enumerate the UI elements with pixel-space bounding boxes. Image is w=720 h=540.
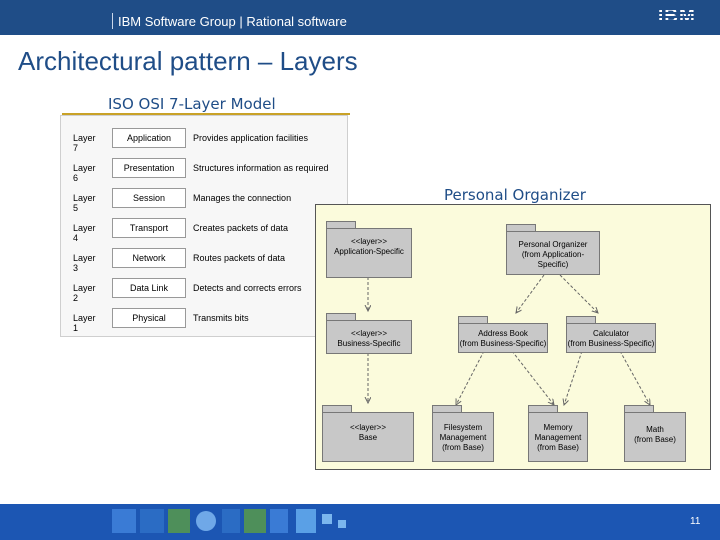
package-tab bbox=[432, 405, 462, 413]
osi-layer-number: Layer 5 bbox=[73, 193, 96, 213]
package-label: <<layer>> Base bbox=[349, 423, 387, 442]
header-text: IBM Software Group | Rational software bbox=[118, 14, 347, 29]
osi-layer-description: Routes packets of data bbox=[193, 253, 286, 263]
package-tab bbox=[458, 316, 488, 324]
package-label: Filesystem Management (from Base) bbox=[439, 423, 487, 452]
ibm-logo: IBM bbox=[658, 6, 696, 27]
package-tab bbox=[326, 221, 356, 229]
slide-title: Architectural pattern – Layers bbox=[18, 46, 358, 76]
package-tab bbox=[322, 405, 352, 413]
organizer-title: Personal Organizer bbox=[444, 186, 586, 204]
osi-layer-number: Layer 4 bbox=[73, 223, 96, 243]
osi-layer-name: Transport bbox=[112, 218, 186, 238]
osi-layer-name: Presentation bbox=[112, 158, 186, 178]
osi-layer-number: Layer 3 bbox=[73, 253, 96, 273]
package-filesystem-management: Filesystem Management (from Base) bbox=[432, 412, 494, 462]
layer-business-specific: <<layer>> Business-Specific bbox=[326, 320, 412, 354]
header-separator bbox=[112, 13, 113, 29]
package-label: <<layer>> Business-Specific bbox=[337, 329, 401, 348]
package-tab bbox=[506, 224, 536, 232]
osi-layer-name: Data Link bbox=[112, 278, 186, 298]
osi-layer-description: Detects and corrects errors bbox=[193, 283, 302, 293]
package-label: Math (from Base) bbox=[634, 425, 676, 444]
layer-base: <<layer>> Base bbox=[322, 412, 414, 462]
package-label: Personal Organizer (from Application-Spe… bbox=[518, 240, 588, 269]
osi-panel: Layer 7 Application Provides application… bbox=[60, 115, 348, 337]
package-memory-management: Memory Management (from Base) bbox=[528, 412, 588, 462]
package-tab bbox=[528, 405, 558, 413]
package-address-book: Address Book (from Business-Specific) bbox=[458, 323, 548, 353]
package-label: Calculator (from Business-Specific) bbox=[567, 329, 655, 348]
osi-title: ISO OSI 7-Layer Model bbox=[108, 95, 276, 113]
footer-decorative-art-icon bbox=[112, 509, 346, 533]
osi-layer-description: Transmits bits bbox=[193, 313, 249, 323]
osi-layer-name: Physical bbox=[112, 308, 186, 328]
osi-layer-description: Structures information as required bbox=[193, 163, 329, 173]
page-number: 11 bbox=[690, 516, 701, 527]
osi-layer-name: Application bbox=[112, 128, 186, 148]
organizer-diagram: <<layer>> Application-Specific <<layer>>… bbox=[315, 204, 711, 470]
osi-layer-number: Layer 2 bbox=[73, 283, 96, 303]
package-tab bbox=[566, 316, 596, 324]
header-bar: IBM Software Group | Rational software I… bbox=[0, 0, 720, 35]
osi-layer-name: Network bbox=[112, 248, 186, 268]
package-personal-organizer: Personal Organizer (from Application-Spe… bbox=[506, 231, 600, 275]
package-label: Address Book (from Business-Specific) bbox=[459, 329, 547, 348]
osi-layer-number: Layer 7 bbox=[73, 133, 96, 153]
dependency-arrows bbox=[316, 274, 712, 471]
osi-layer-description: Manages the connection bbox=[193, 193, 292, 203]
package-calculator: Calculator (from Business-Specific) bbox=[566, 323, 656, 353]
osi-layer-number: Layer 6 bbox=[73, 163, 96, 183]
package-label: <<layer>> Application-Specific bbox=[334, 237, 404, 256]
package-tab bbox=[326, 313, 356, 321]
package-tab bbox=[624, 405, 654, 413]
package-label: Memory Management (from Base) bbox=[534, 423, 582, 452]
osi-layer-description: Creates packets of data bbox=[193, 223, 289, 233]
osi-layer-name: Session bbox=[112, 188, 186, 208]
osi-layer-number: Layer 1 bbox=[73, 313, 96, 333]
layer-application-specific: <<layer>> Application-Specific bbox=[326, 228, 412, 278]
osi-layer-description: Provides application facilities bbox=[193, 133, 309, 143]
package-math: Math (from Base) bbox=[624, 412, 686, 462]
osi-title-underline bbox=[62, 113, 350, 115]
